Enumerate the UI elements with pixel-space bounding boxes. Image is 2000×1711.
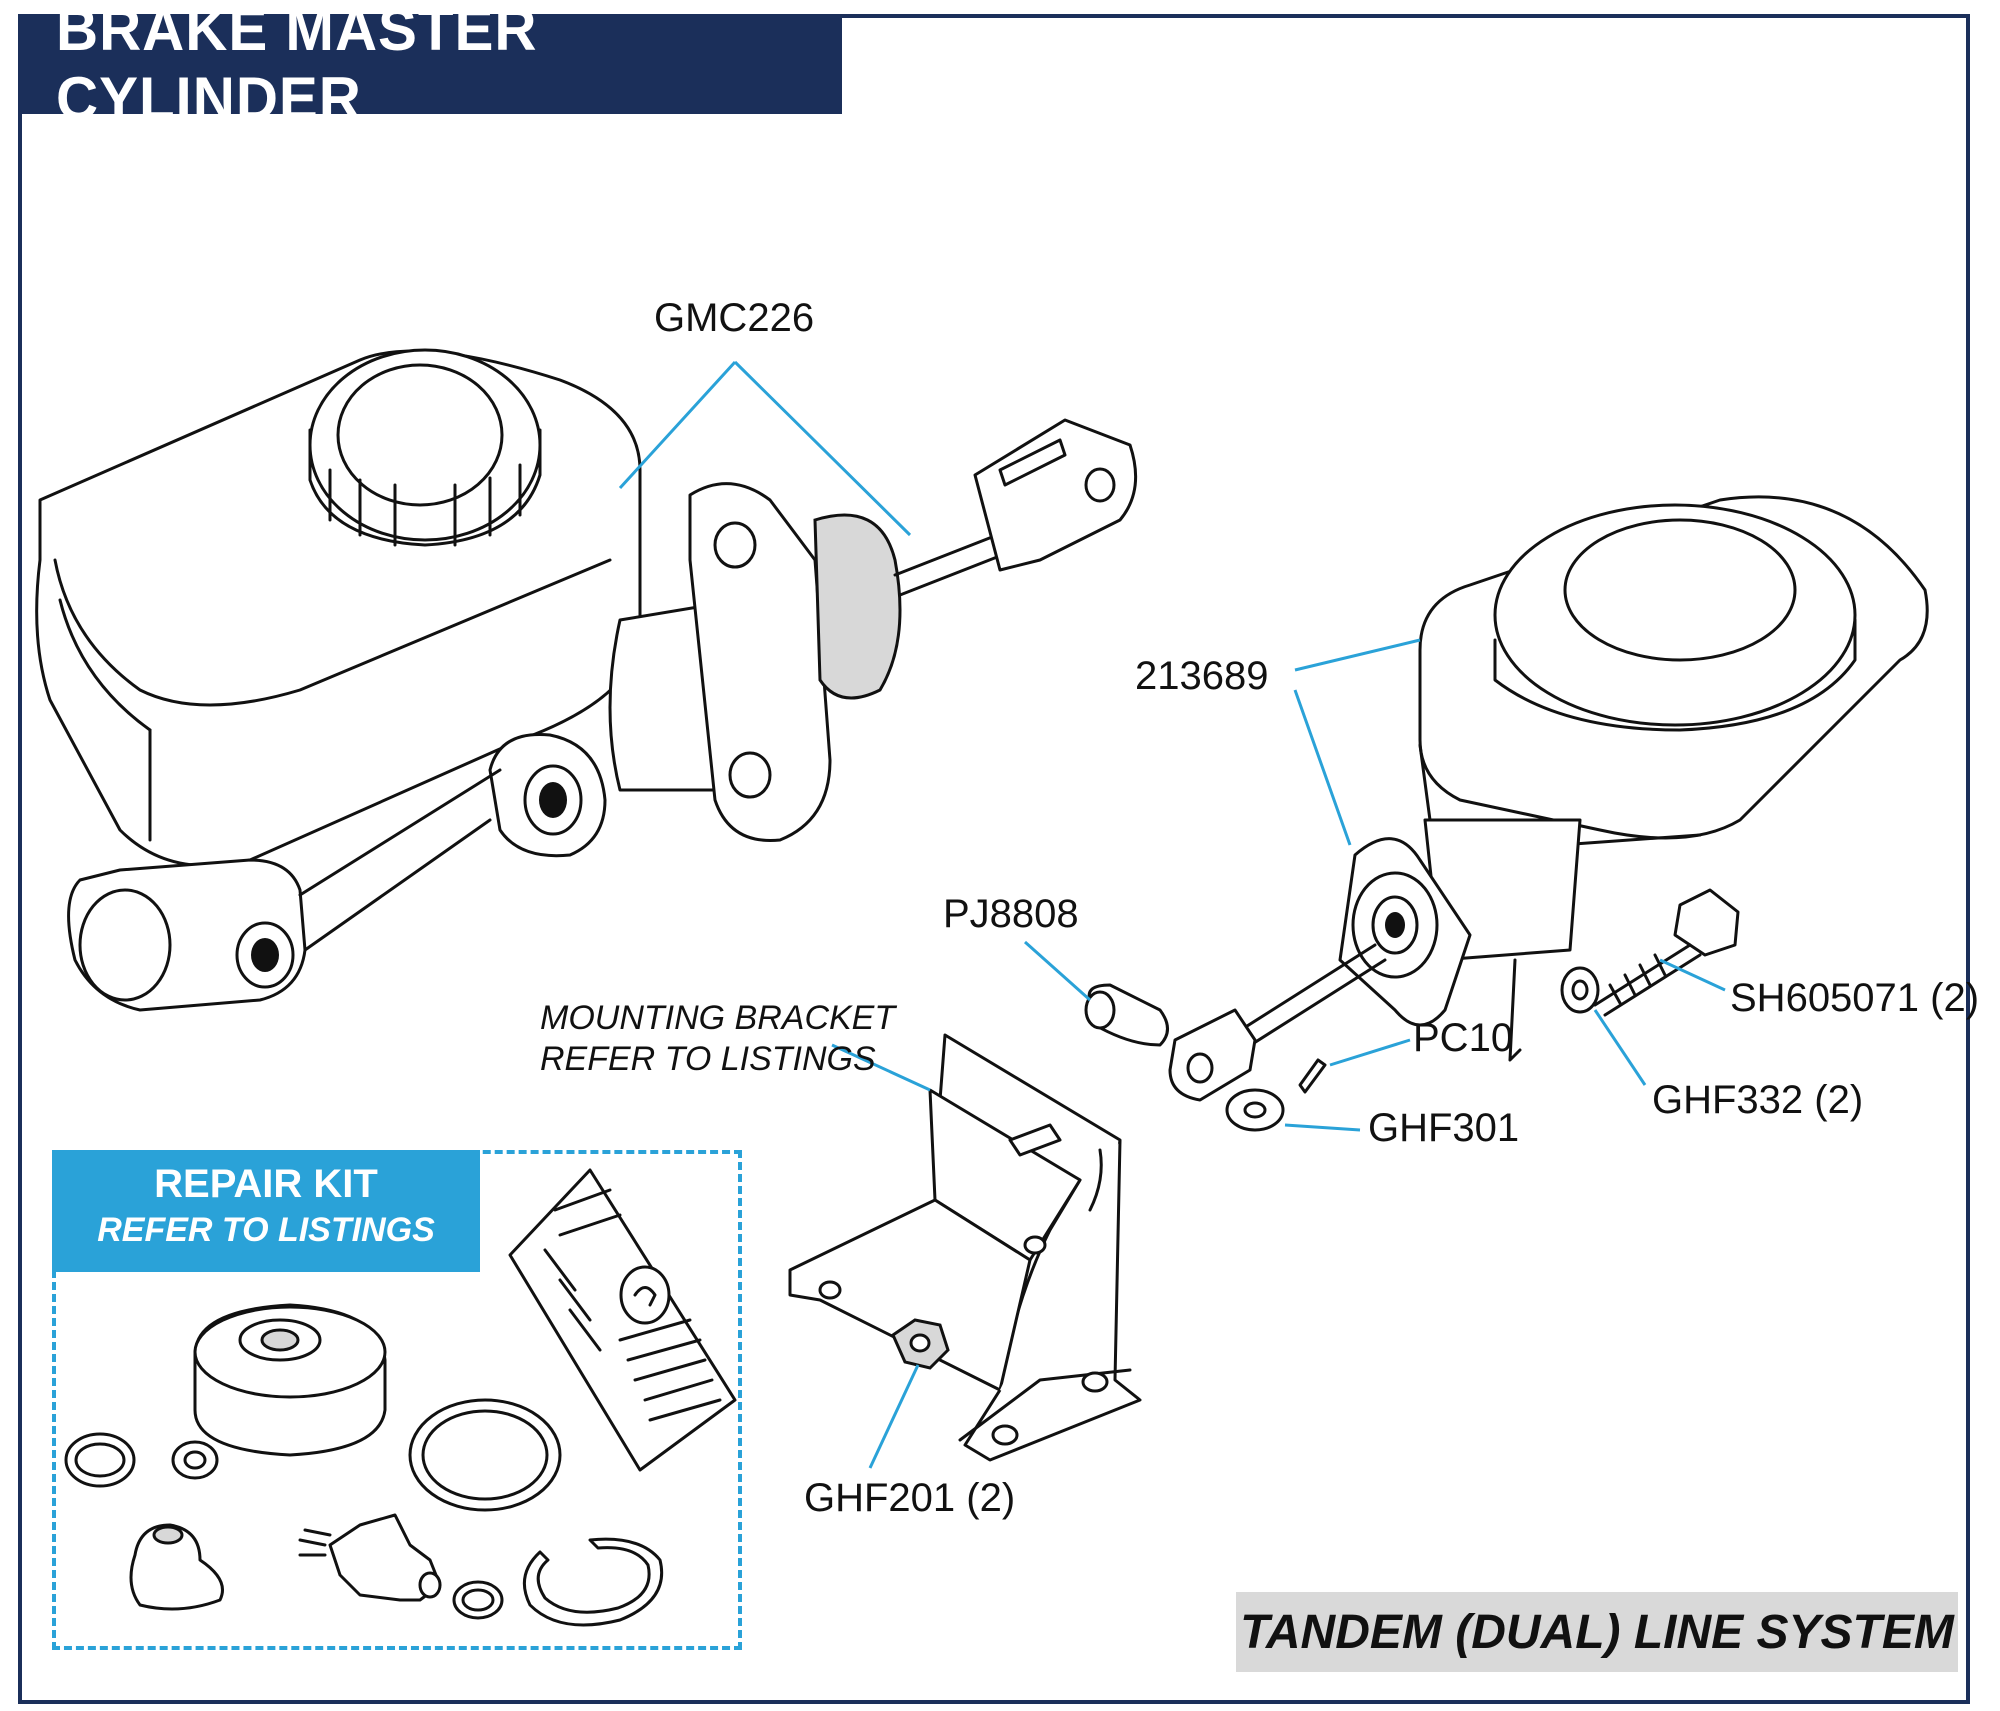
system-label: TANDEM (DUAL) LINE SYSTEM bbox=[1236, 1592, 1958, 1672]
repair-kit-header: REPAIR KIT REFER TO LISTINGS bbox=[52, 1150, 480, 1272]
label-mounting-bracket-line1: MOUNTING BRACKET bbox=[540, 999, 896, 1037]
spring-washer bbox=[1560, 966, 1600, 1014]
system-label-text: TANDEM (DUAL) LINE SYSTEM bbox=[1240, 1605, 1954, 1659]
clevis-pin bbox=[1084, 983, 1169, 1047]
leader-gmc226 bbox=[618, 360, 912, 537]
label-ghf301: GHF301 bbox=[1368, 1106, 1520, 1150]
label-pc10: PC10 bbox=[1413, 1016, 1514, 1060]
label-pj8808: PJ8808 bbox=[943, 892, 1079, 936]
split-pin bbox=[1298, 1058, 1327, 1094]
label-gmc226: GMC226 bbox=[654, 296, 815, 340]
leader-sh605071 bbox=[1659, 958, 1726, 992]
bolt bbox=[1593, 888, 1740, 1017]
plain-washer bbox=[1225, 1088, 1285, 1132]
leader-pc10 bbox=[1329, 1038, 1411, 1067]
leader-mounting-bracket bbox=[831, 1043, 931, 1092]
diagram-frame bbox=[18, 14, 1970, 1704]
nyloc-nut bbox=[891, 1318, 950, 1370]
label-mounting-bracket-line2: REFER TO LISTINGS bbox=[540, 1040, 876, 1078]
leader-213689 bbox=[1293, 638, 1421, 846]
page-title-text: BRAKE MASTER CYLINDER bbox=[56, 0, 538, 132]
mounting-bracket bbox=[788, 1033, 1142, 1462]
leader-ghf301 bbox=[1284, 1123, 1361, 1132]
large-master-cylinder bbox=[35, 348, 1138, 1012]
leader-pj8808 bbox=[1024, 940, 1091, 1002]
label-ghf332: GHF332 (2) bbox=[1652, 1078, 1864, 1122]
label-213689: 213689 bbox=[1135, 654, 1269, 698]
repair-kit-subtitle: REFER TO LISTINGS bbox=[97, 1211, 435, 1249]
small-master-cylinder bbox=[1168, 495, 1929, 1102]
label-sh605071: SH605071 (2) bbox=[1730, 976, 1980, 1020]
repair-kit-title: REPAIR KIT bbox=[154, 1162, 378, 1206]
leader-ghf332 bbox=[1593, 1009, 1647, 1086]
label-ghf201: GHF201 (2) bbox=[804, 1476, 1016, 1520]
leader-lines bbox=[618, 360, 1726, 1469]
leader-ghf201 bbox=[868, 1364, 920, 1469]
repair-kit-parts bbox=[64, 1168, 737, 1627]
page-title: BRAKE MASTER CYLINDER bbox=[18, 0, 842, 132]
